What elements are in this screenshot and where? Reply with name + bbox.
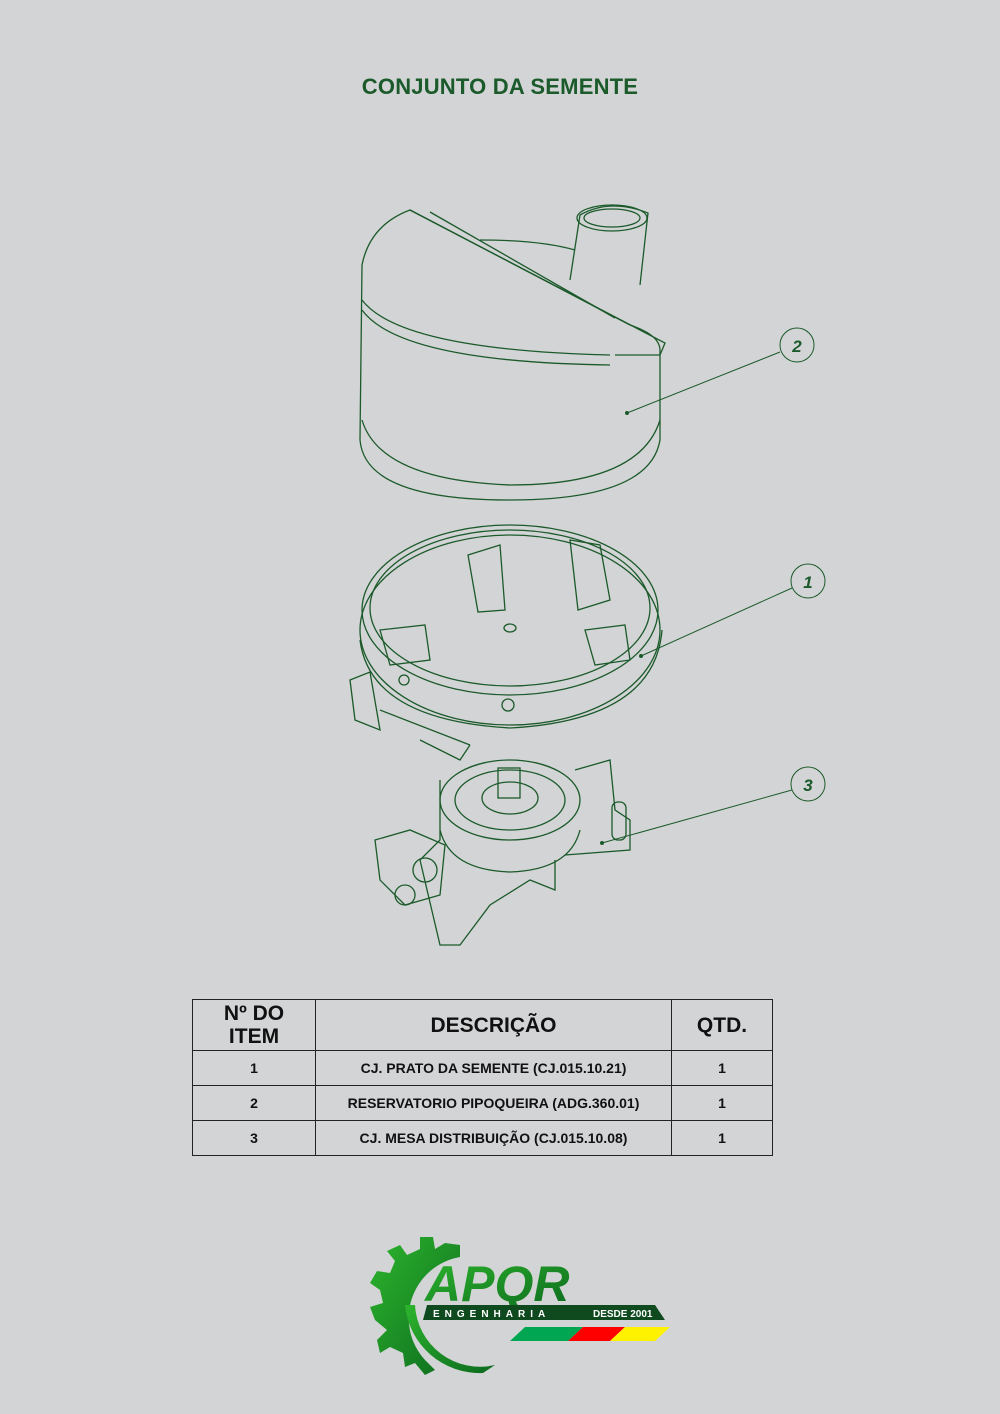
cell-description: RESERVATORIO PIPOQUEIRA (ADG.360.01) [315,1085,672,1121]
cell-item: 2 [192,1085,316,1121]
table-row: 3 CJ. MESA DISTRIBUIÇÃO (CJ.015.10.08) 1 [192,1120,773,1156]
leader-dot [625,411,629,415]
header-item-line: ITEM [228,1025,280,1048]
cell-description: CJ. PRATO DA SEMENTE (CJ.015.10.21) [315,1050,672,1086]
leader-dot [600,841,604,845]
seed-plate-part-1 [349,524,663,761]
logo-name: APQR [423,1256,569,1312]
table-row: 2 RESERVATORIO PIPOQUEIRA (ADG.360.01) 1 [192,1085,773,1121]
balloon-3: 3 [790,766,826,802]
page-title: CONJUNTO DA SEMENTE [361,74,639,99]
distribution-table-part-3 [374,759,631,946]
balloon-label: 1 [803,573,812,592]
table-row: 1 CJ. PRATO DA SEMENTE (CJ.015.10.21) 1 [192,1050,773,1086]
exploded-assembly-drawing: 2 1 3 [349,204,826,946]
balloon-2: 2 [779,327,815,363]
cell-qty: 1 [671,1085,773,1121]
balloon-label: 3 [803,776,813,795]
cell-item: 3 [192,1120,316,1156]
logo-subtitle: ENGENHARIA [433,1309,550,1320]
leader-lines [601,351,793,844]
header-description: DESCRIÇÃO [315,999,672,1051]
cell-description: CJ. MESA DISTRIBUIÇÃO (CJ.015.10.08) [315,1120,672,1156]
cell-qty: 1 [671,1050,773,1086]
logo-since: DESDE 2001 [593,1309,653,1320]
cell-qty: 1 [671,1120,773,1156]
gear-icon [370,1237,495,1375]
reservoir-part-2 [359,204,666,501]
balloon-1: 1 [790,563,826,599]
balloon-label: 2 [791,337,802,356]
cell-item: 1 [192,1050,316,1086]
leader-dot [639,654,643,658]
apqr-logo: APQR ENGENHARIA DESDE 2001 [370,1237,670,1375]
header-qty: QTD. [671,999,773,1051]
header-item-line: Nº DO [223,1002,285,1025]
